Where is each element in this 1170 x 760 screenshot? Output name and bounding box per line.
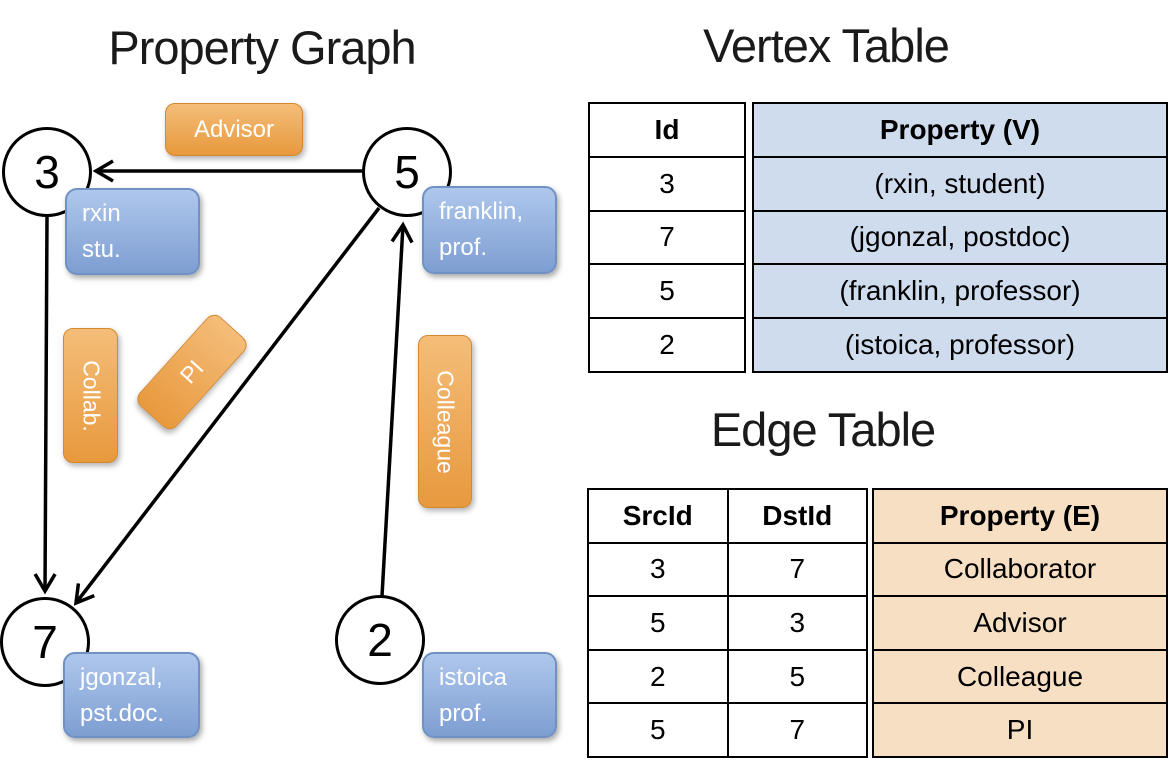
edge-table-title: Edge Table bbox=[710, 403, 936, 456]
badge-line: istoica bbox=[439, 664, 508, 691]
edge-label-colleague-text: Colleague bbox=[432, 369, 459, 474]
edge-pi-5-to-7 bbox=[73, 206, 381, 606]
badge-line: pst.doc. bbox=[80, 700, 165, 727]
vertex-table-id-column: Id 3 7 5 2 bbox=[588, 102, 746, 373]
table-cell: (franklin, professor) bbox=[754, 263, 1166, 317]
edge-table-header-property: Property (E) bbox=[939, 499, 1101, 531]
table-cell: Advisor bbox=[874, 595, 1166, 649]
vertex-property-badge-5: franklin, prof. bbox=[422, 186, 557, 274]
vertex-table-header-property: Property (V) bbox=[879, 113, 1041, 145]
table-cell: 2 bbox=[649, 660, 666, 692]
vertex-property-badge-7: jgonzal, pst.doc. bbox=[63, 652, 200, 738]
table-cell: 2 bbox=[590, 317, 744, 371]
edge-collaborator-3-to-7 bbox=[33, 216, 57, 595]
vertex-table-header-id: Id bbox=[654, 113, 680, 145]
edge-table-header-dstid: DstId bbox=[726, 490, 867, 542]
edge-label-advisor-text: Advisor bbox=[193, 115, 275, 143]
edge-table-src-dst-columns: SrcId DstId 3 7 5 3 2 5 5 7 bbox=[587, 488, 868, 758]
vertex-2-id: 2 bbox=[367, 614, 393, 666]
table-cell: 3 bbox=[649, 553, 666, 585]
badge-line: prof. bbox=[439, 700, 488, 727]
vertex-3-id: 3 bbox=[34, 146, 60, 198]
badge-line: franklin, bbox=[439, 198, 524, 225]
table-cell: 5 bbox=[649, 606, 666, 638]
table-cell: Colleague bbox=[874, 648, 1166, 703]
vertex-table-property-column: Property (V) (rxin, student) (jgonzal, p… bbox=[752, 102, 1168, 373]
table-cell: (istoica, professor) bbox=[754, 317, 1166, 371]
vertex-7-id: 7 bbox=[32, 616, 58, 668]
edge-label-collab-text: Collab. bbox=[78, 359, 104, 432]
edge-table-property-column: Property (E) Collaborator Advisor Collea… bbox=[872, 488, 1168, 758]
edge-table-header-row: SrcId DstId bbox=[589, 490, 866, 542]
edge-table-header-srcid: SrcId bbox=[622, 499, 693, 531]
vertex-node-2: 2 bbox=[335, 595, 425, 685]
table-cell: 5 bbox=[649, 714, 666, 746]
edge-colleague-2-to-5 bbox=[380, 221, 414, 597]
edge-label-pi-text: PI bbox=[174, 354, 209, 389]
table-cell: 5 bbox=[726, 650, 867, 703]
table-cell: Collaborator bbox=[874, 541, 1166, 596]
vertex-node-5: 5 bbox=[362, 127, 452, 217]
table-cell: 3 bbox=[590, 155, 744, 210]
table-cell: PI bbox=[874, 702, 1166, 756]
badge-line: rxin bbox=[82, 200, 121, 227]
graph-edges-layer bbox=[33, 159, 414, 606]
badge-line: jgonzal, bbox=[80, 664, 163, 691]
vertex-property-badge-2: istoica prof. bbox=[422, 652, 557, 738]
table-cell: (jgonzal, postdoc) bbox=[754, 209, 1166, 264]
table-cell: 7 bbox=[726, 704, 867, 756]
table-row: 5 7 bbox=[589, 702, 866, 756]
edge-label-collab: Collab. bbox=[63, 328, 118, 463]
table-row: 2 5 bbox=[589, 648, 867, 703]
table-cell: (rxin, student) bbox=[754, 155, 1166, 210]
badge-line: stu. bbox=[82, 236, 121, 263]
edge-label-advisor: Advisor bbox=[165, 103, 303, 156]
vertex-5-id: 5 bbox=[394, 146, 420, 198]
table-cell: 3 bbox=[726, 597, 867, 649]
vertex-table-title: Vertex Table bbox=[703, 19, 950, 72]
badge-line: prof. bbox=[439, 234, 488, 261]
table-row: 5 3 bbox=[589, 595, 866, 649]
edge-label-colleague: Colleague bbox=[418, 335, 472, 508]
table-cell: 7 bbox=[590, 209, 744, 264]
property-graph-title: Property Graph bbox=[108, 21, 416, 74]
table-cell: 7 bbox=[726, 543, 867, 596]
vertex-property-badge-3: rxin stu. bbox=[65, 188, 200, 275]
table-row: 3 7 bbox=[589, 541, 867, 596]
table-cell: 5 bbox=[590, 263, 744, 317]
